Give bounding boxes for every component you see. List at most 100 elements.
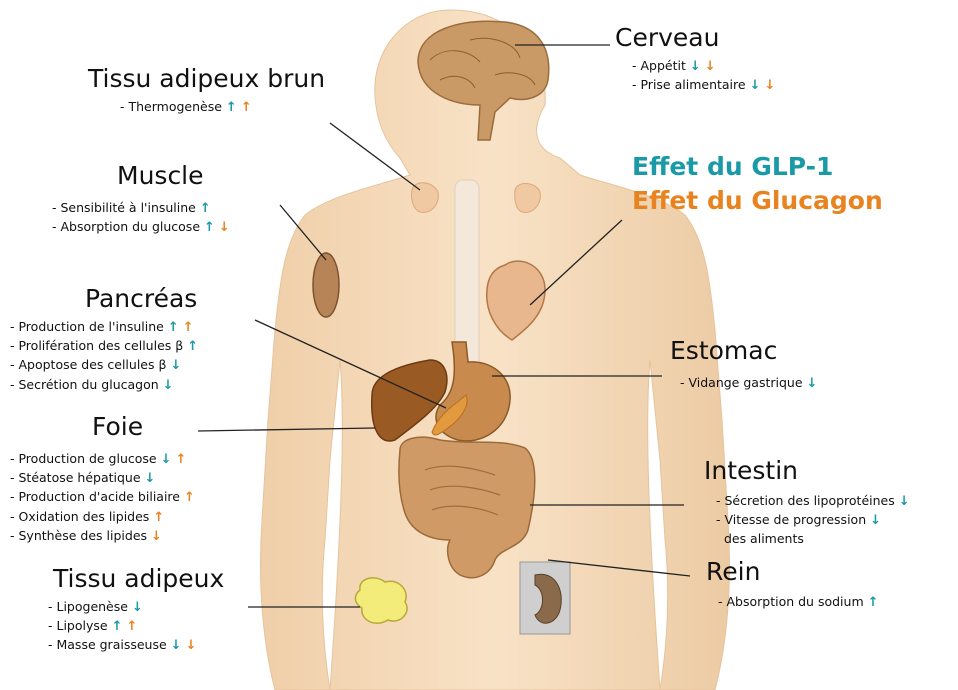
organ-estomac: Estomac - Vidange gastrique ↓ [670,336,817,393]
arrow-up-glp1-icon: ↑ [226,100,237,115]
effect-label: - Lipogenèse [48,599,128,614]
organ-rein: Rein - Absorption du sodium ↑ [706,557,879,612]
effect-label: - Sécretion des lipoprotéines [716,493,895,508]
effect-label: - Production de glucose [10,451,157,466]
arrow-down-glucagon-icon: ↓ [219,220,230,235]
effect-label: - Stéatose hépatique [10,470,141,485]
effect-item: - Production de l'insuline ↑ ↑ [10,318,198,337]
organ-title: Muscle [117,161,230,191]
arrow-down-glp1-icon: ↓ [899,494,910,509]
effect-label: - Production de l'insuline [10,319,164,334]
legend-glucagon: Effet du Glucagon [632,184,883,218]
arrow-down-glp1-icon: ↓ [163,378,174,393]
effect-label: - Oxidation des lipides [10,509,149,524]
effect-item: - Absorption du sodium ↑ [718,593,879,612]
effect-item: - Synthèse des lipides ↓ [10,527,195,546]
arrow-up-glp1-icon: ↑ [168,320,179,335]
organ-title: Tissu adipeux [53,564,224,594]
arrow-up-glucagon-icon: ↑ [176,452,187,467]
arrow-down-glucagon-icon: ↓ [186,638,197,653]
organ-title: Tissu adipeux brun [88,64,325,94]
effect-item: - Stéatose hépatique ↓ [10,469,195,488]
arrow-up-glucagon-icon: ↑ [153,510,164,525]
arrow-up-glp1-icon: ↑ [204,220,215,235]
effects-list: - Appétit↓↓- Prise alimentaire↓↓ [632,57,775,95]
effect-label: - Prise alimentaire [632,77,746,92]
arrow-up-glp1-icon: ↑ [112,619,123,634]
effect-item: - Lipolyse↑↑ [48,617,224,636]
effect-item: - Absorption du glucose↑↓ [52,218,230,237]
organ-pancreas: Pancréas - Production de l'insuline↑↑- P… [10,284,198,395]
effect-item: - Vidange gastrique ↓ [680,374,817,393]
effect-item: - Sensibilité à l'insuline ↑ [52,199,230,218]
effect-label: - Synthèse des lipides [10,528,147,543]
organ-cerveau: Cerveau - Appétit↓↓- Prise alimentaire↓↓ [615,23,775,95]
arrow-down-glucagon-icon: ↓ [764,78,775,93]
effect-item: - Appétit ↓ ↓ [632,57,775,76]
effect-label: - Absorption du sodium [718,594,864,609]
effect-item: - Masse graisseuse ↓ ↓ [48,636,224,655]
effects-list: - Production de glucose ↓ ↑ - Stéatose hépa… [10,450,195,546]
effect-item: - Oxidation des lipides ↑ [10,508,195,527]
effects-list: - Vidange gastrique ↓ [680,374,817,393]
organ-title: Rein [706,557,879,587]
organ-title: Foie [92,412,195,442]
arrow-up-glucagon-icon: ↑ [183,320,194,335]
arrow-up-glucagon-icon: ↑ [241,100,252,115]
effects-list: - Sensibilité à l'insuline↑- Absorption … [52,199,230,237]
effects-list: - Lipogenèse ↓ - Lipolyse↑↑- Masse graisse… [48,598,224,656]
arrow-down-glp1-icon: ↓ [132,600,143,615]
arrow-up-glp1-icon: ↑ [187,339,198,354]
effect-item: - Apoptose des cellules β↓ [10,356,198,375]
organ-title: Cerveau [615,23,775,53]
arrow-down-glp1-icon: ↓ [171,638,182,653]
effect-item: - Thermogenèse ↑ ↑ [120,98,325,117]
effects-list: - Production de l'insuline↑↑- Proliférat… [10,318,198,395]
effect-label: - Thermogenèse [120,99,222,114]
effect-item: - Vitesse de progression ↓ des aliments [716,511,910,548]
arrow-down-glp1-icon: ↓ [807,376,818,391]
arrow-down-glp1-icon: ↓ [170,358,181,373]
effect-label: des aliments [716,531,804,546]
effect-label: - Masse graisseuse [48,637,167,652]
effect-item: - Production d'acide biliaire ↑ [10,488,195,507]
arrow-up-glp1-icon: ↑ [868,595,879,610]
organ-tissu-adipeux-brun: Tissu adipeux brun - Thermogenèse ↑ ↑ [88,64,325,117]
organ-foie: Foie - Production de glucose ↓ ↑ - Stéatose… [10,412,195,546]
organ-title: Intestin [704,456,910,486]
arrow-up-glp1-icon: ↑ [200,201,211,216]
effect-item: - Secrétion du glucagon ↓ [10,376,198,395]
legend-glp1: Effet du GLP-1 [632,150,883,184]
muscle-icon [313,253,339,317]
effect-label: - Secrétion du glucagon [10,377,159,392]
effect-item: - Sécretion des lipoprotéines ↓ [716,492,910,511]
organ-title: Estomac [670,336,817,366]
organ-muscle: Muscle - Sensibilité à l'insuline↑- Abso… [52,161,230,237]
arrow-down-glp1-icon: ↓ [750,78,761,93]
arrow-down-glp1-icon: ↓ [690,59,701,74]
effect-item: - Lipogenèse ↓ [48,598,224,617]
effect-item: - Prolifération des cellules β ↑ [10,337,198,356]
arrow-up-glucagon-icon: ↑ [184,490,195,505]
organ-title: Pancréas [85,284,198,314]
effect-label: - Vidange gastrique [680,375,803,390]
effects-list: - Sécretion des lipoprotéines↓- Vitesse … [716,492,910,549]
arrow-down-glp1-icon: ↓ [145,471,156,486]
effect-label: - Vitesse de progression [716,512,866,527]
effect-item: - Prise alimentaire ↓↓ [632,76,775,95]
effects-list: - Absorption du sodium ↑ [718,593,879,612]
arrow-down-glp1-icon: ↓ [161,452,172,467]
arrow-down-glucagon-icon: ↓ [705,59,716,74]
organ-intestin: Intestin - Sécretion des lipoprotéines↓-… [704,456,910,549]
effect-label: - Appétit [632,58,686,73]
arrow-down-glucagon-icon: ↓ [151,529,162,544]
arrow-down-glp1-icon: ↓ [870,513,881,528]
arrow-up-glucagon-icon: ↑ [126,619,137,634]
effect-label: - Sensibilité à l'insuline [52,200,196,215]
effect-label: - Production d'acide biliaire [10,489,180,504]
legend: Effet du GLP-1 Effet du Glucagon [632,150,883,218]
effect-item: - Production de glucose ↓ ↑ [10,450,195,469]
effects-list: - Thermogenèse ↑ ↑ [120,98,325,117]
effect-label: - Prolifération des cellules β [10,338,183,353]
